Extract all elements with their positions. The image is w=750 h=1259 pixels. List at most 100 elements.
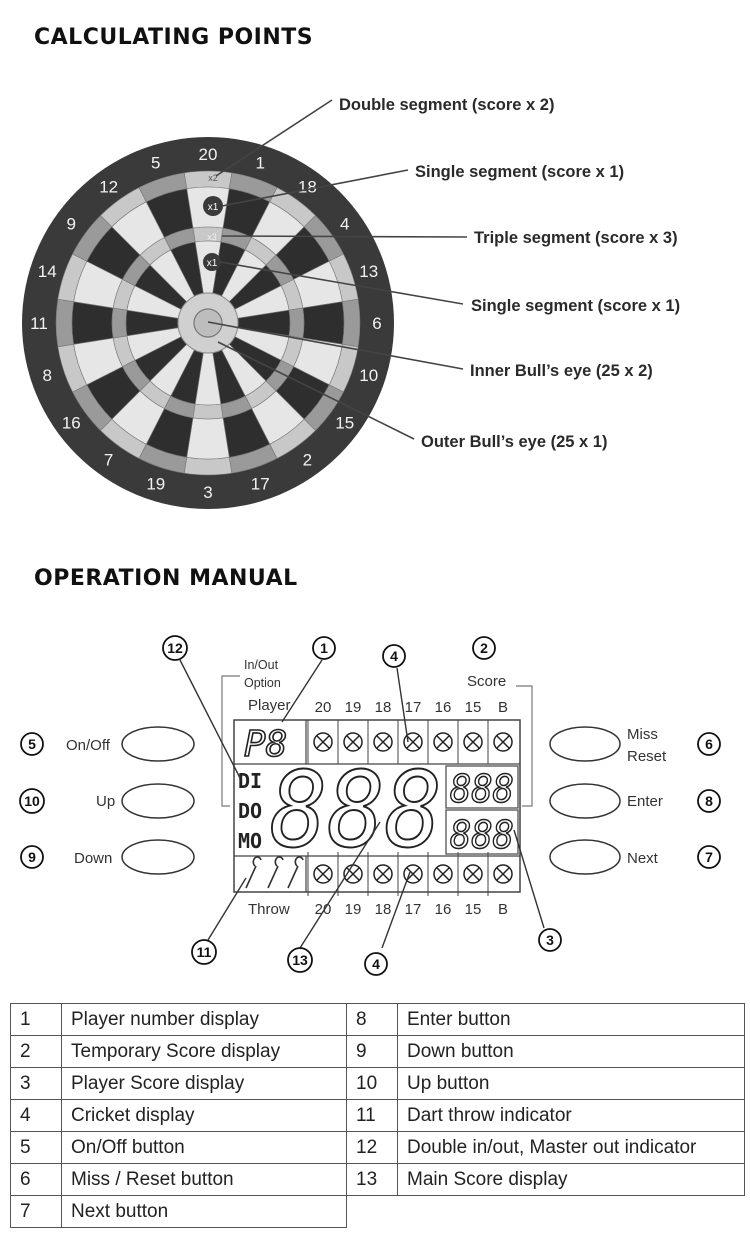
next-button[interactable] [549, 839, 621, 875]
enter-button[interactable] [549, 783, 621, 819]
legend-description: Dart throw indicator [397, 1099, 745, 1132]
cricket-label-bottom: 17 [405, 901, 422, 918]
up-label: Up [96, 793, 115, 810]
callout-lines [207, 99, 468, 440]
ring-number: 5 [151, 153, 160, 172]
legend-number: 6 [10, 1163, 62, 1196]
legend-number: 1 [10, 1003, 62, 1036]
ring-number: 8 [43, 366, 52, 385]
ring-number: 6 [372, 314, 381, 333]
temp-score-box [445, 765, 519, 809]
leader-3 [513, 829, 545, 929]
svg-text:7: 7 [705, 849, 713, 865]
player-number-display: P8 [244, 724, 287, 765]
cricket-mark-cross [316, 867, 330, 881]
cricket-label-bottom: 19 [345, 901, 362, 918]
enter-label: Enter [627, 793, 663, 810]
badge-8: 8 [697, 789, 721, 813]
legend-number: 8 [346, 1003, 398, 1036]
legend-description: Player Score display [61, 1067, 347, 1100]
badge-11: 11 [191, 939, 217, 965]
legend-number: 7 [10, 1195, 62, 1228]
svg-text:9: 9 [28, 849, 36, 865]
miss-reset-button[interactable] [549, 726, 621, 762]
cricket-label-bottom: 16 [435, 901, 452, 918]
legend-number: 4 [10, 1099, 62, 1132]
badge-1: 1 [312, 636, 336, 660]
badge-9: 9 [20, 845, 44, 869]
cricket-mark [463, 732, 483, 752]
legend-description: Next button [61, 1195, 347, 1228]
section-title-calculating-points: CALCULATING POINTS [34, 25, 314, 50]
cricket-label-top: 19 [345, 699, 362, 716]
badge-12: 12 [162, 635, 188, 661]
indicator-double-out: DO [238, 799, 262, 823]
miss-label: Miss [627, 726, 658, 743]
legend-description: Miss / Reset button [61, 1163, 347, 1196]
callout-line-single-outer [221, 169, 409, 207]
dart-icon-1 [245, 856, 262, 889]
cricket-mark-cross [406, 867, 420, 881]
cricket-mark-cross [436, 867, 450, 881]
ring-number: 18 [298, 177, 317, 196]
badge-5: 5 [20, 732, 44, 756]
on-off-button[interactable] [121, 726, 195, 762]
cricket-mark-cross [346, 735, 360, 749]
cricket-label-bottom: 18 [375, 901, 392, 918]
ring-number: 10 [359, 366, 378, 385]
cricket-display-top [307, 720, 513, 764]
svg-text:13: 13 [292, 952, 308, 968]
main-score-display: 888 [270, 749, 442, 871]
next-label: Next [627, 850, 659, 867]
legend-number: 12 [346, 1131, 398, 1164]
cricket-mark [493, 864, 513, 884]
legend-description: Player number display [61, 1003, 347, 1036]
legend-number [347, 1196, 398, 1228]
leader-1 [281, 659, 323, 723]
leader-11 [207, 877, 247, 941]
legend-description: Down button [397, 1035, 745, 1068]
cricket-label-top: 20 [315, 699, 332, 716]
legend-description: Cricket display [61, 1099, 347, 1132]
lcd-frame [233, 719, 521, 893]
cricket-mark-cross [466, 735, 480, 749]
legend-number: 9 [346, 1035, 398, 1068]
ring-number: 7 [104, 451, 113, 470]
score-bracket [516, 685, 533, 807]
indicator-double-in: DI [238, 769, 262, 793]
down-label: Down [74, 850, 112, 867]
badge-10: 10 [19, 788, 45, 814]
cricket-mark-cross [376, 867, 390, 881]
indicator-master-out: MO [238, 829, 262, 853]
legend-number: 11 [346, 1099, 398, 1132]
segment-mark-double: x2 [208, 173, 218, 183]
segment-mark-single-inner: x1 [207, 258, 218, 269]
svg-text:2: 2 [480, 640, 488, 656]
reset-label: Reset [627, 748, 667, 765]
cricket-mark [373, 864, 393, 884]
cricket-mark [463, 864, 483, 884]
cricket-label-top: 16 [435, 699, 452, 716]
segment-mark-single-outer: x1 [208, 202, 219, 213]
leader-12 [179, 659, 241, 779]
callout-line-inner-bull [207, 321, 464, 370]
ring-number: 9 [67, 215, 76, 234]
down-button[interactable] [121, 839, 195, 875]
ring-number: 12 [99, 177, 118, 196]
svg-text:11: 11 [197, 944, 212, 960]
dartboard [22, 137, 394, 509]
up-button[interactable] [121, 783, 195, 819]
segment-mark-triple: x3 [207, 232, 217, 242]
player-score-display: 888 [450, 813, 514, 857]
legend-number: 5 [10, 1131, 62, 1164]
dart-icon-2 [267, 856, 284, 889]
badge-13: 13 [287, 947, 313, 973]
leader-13 [299, 821, 381, 949]
